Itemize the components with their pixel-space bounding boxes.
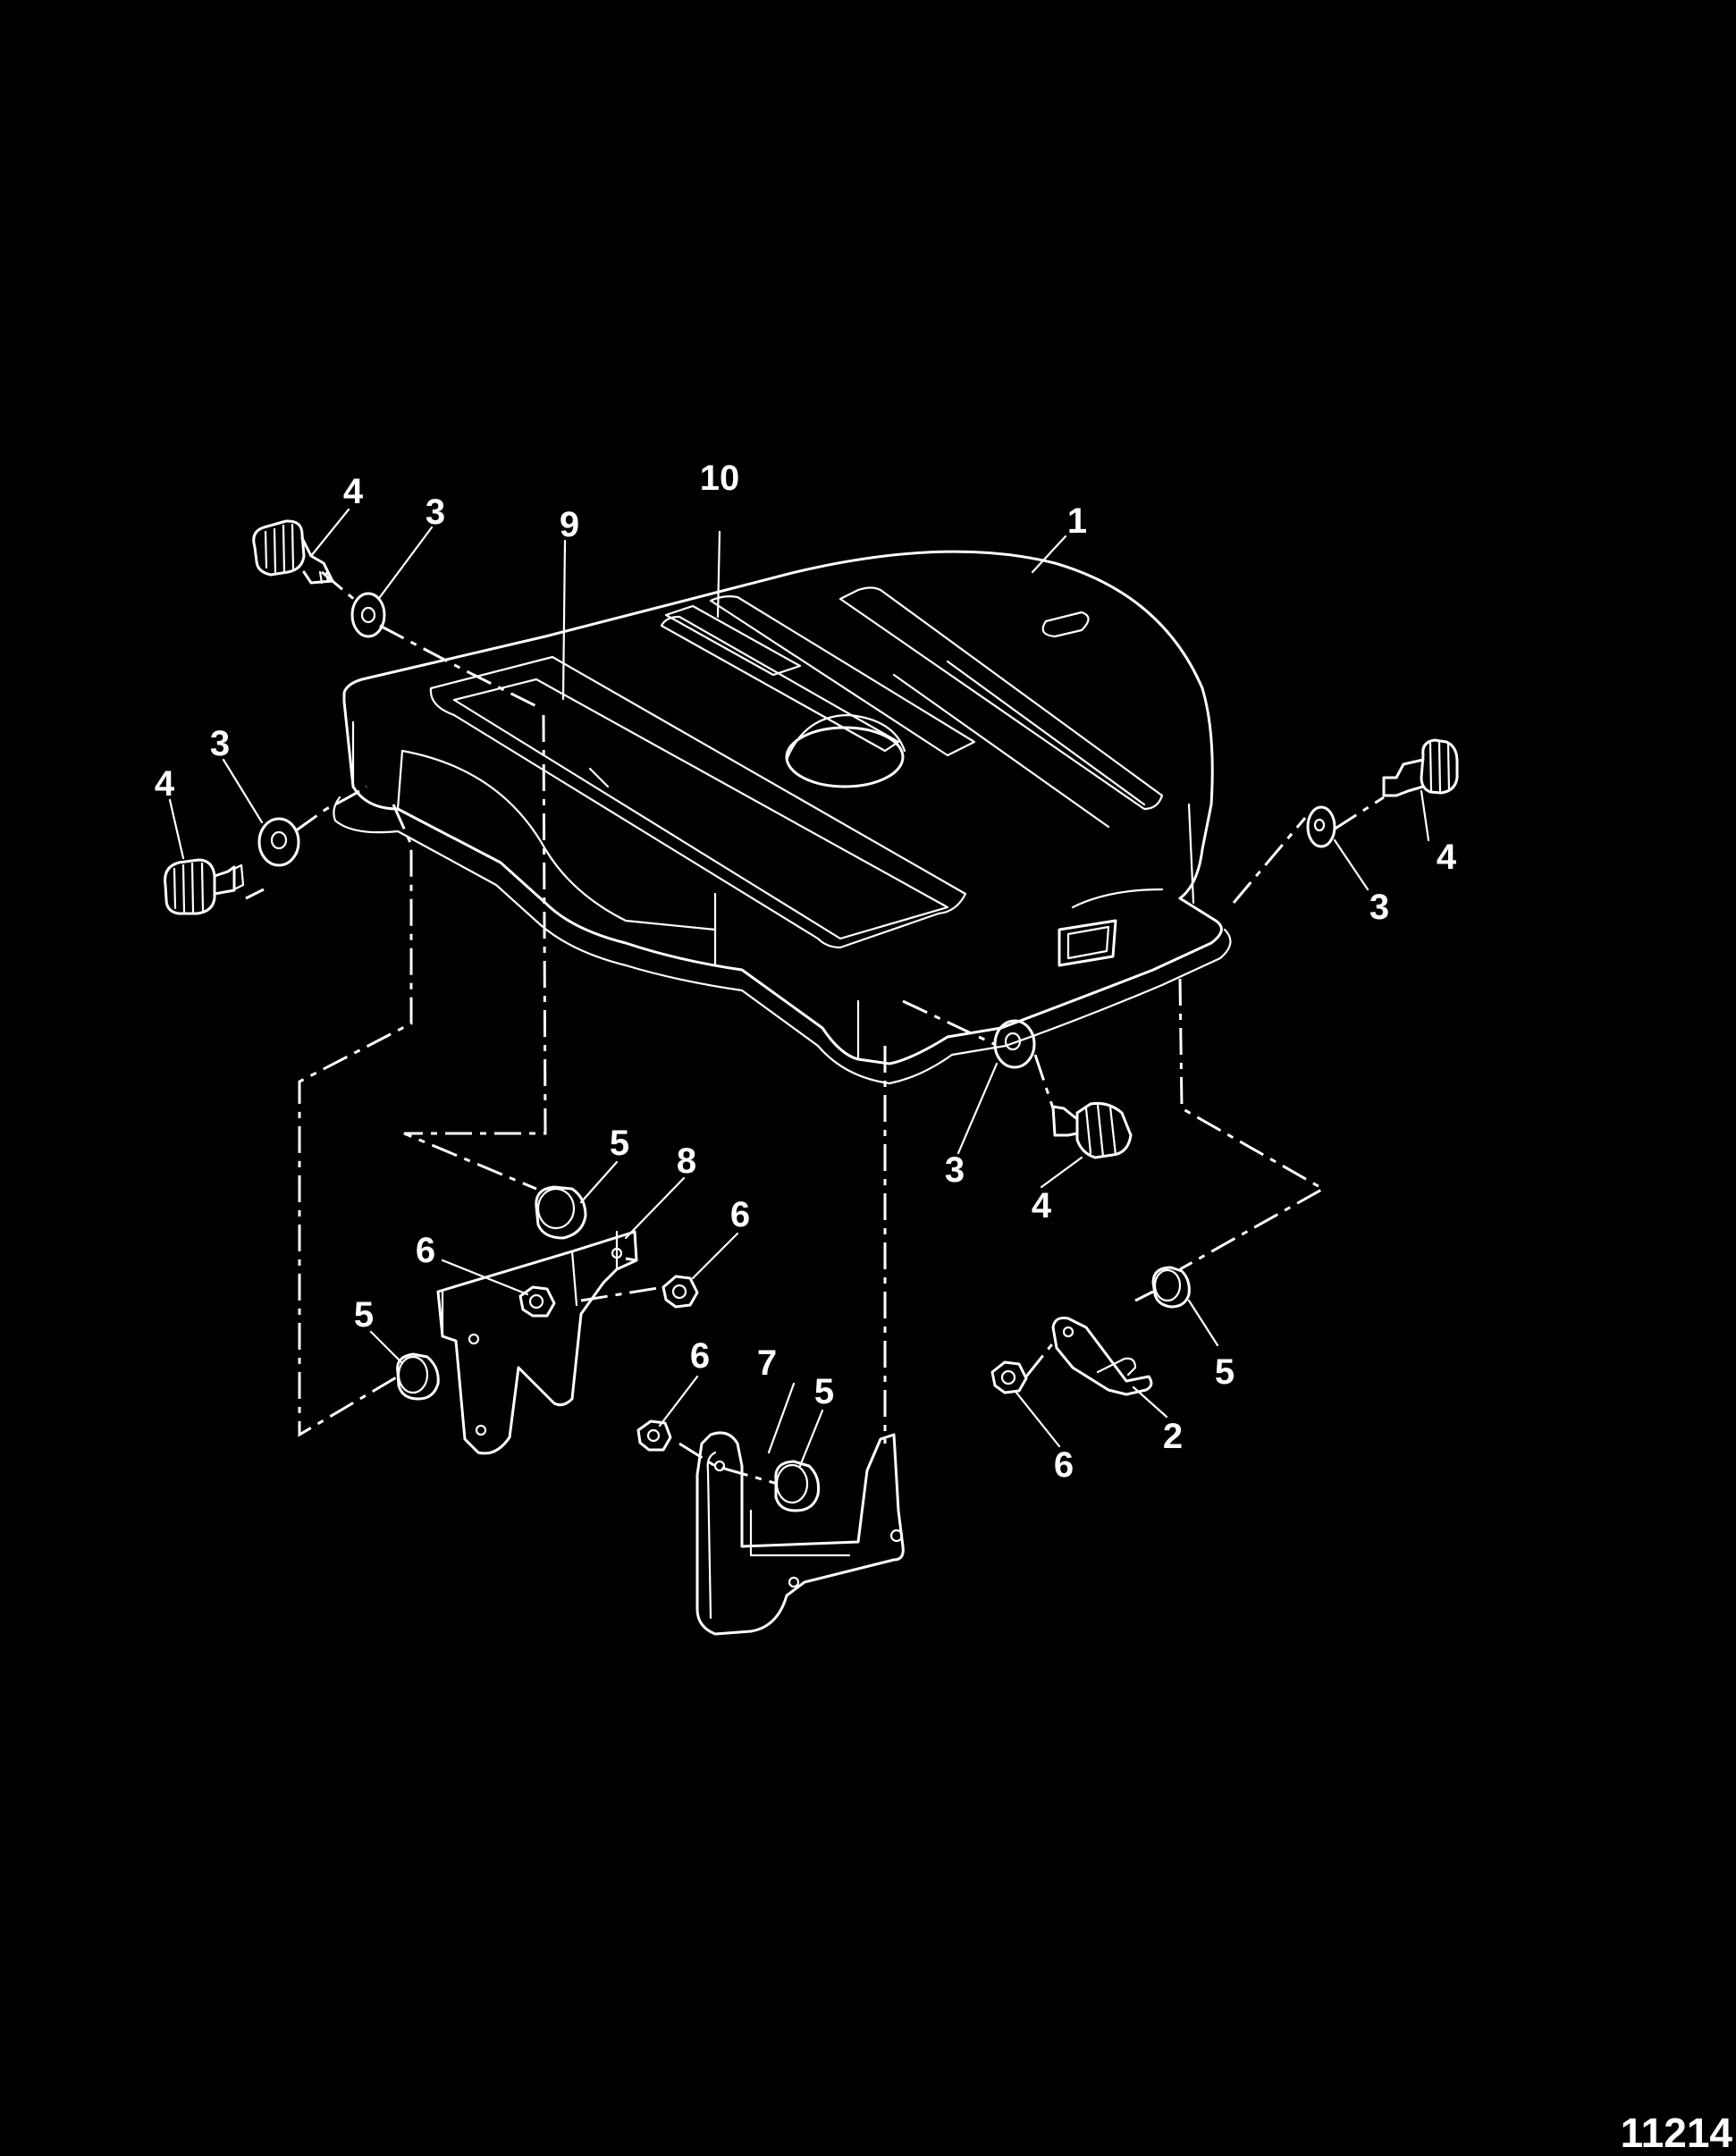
callout-3: 3 — [210, 724, 230, 763]
leader-lines — [168, 508, 1430, 1468]
washers — [257, 592, 1336, 1069]
callout-3: 3 — [426, 493, 445, 532]
screw-left — [164, 858, 245, 915]
callout-4: 4 — [1437, 838, 1457, 877]
callout-2: 2 — [1163, 1417, 1183, 1456]
callout-9: 9 — [560, 505, 579, 544]
callout-labels: 10 1 9 4 3 3 4 4 3 3 4 5 8 6 6 5 6 7 5 5… — [155, 459, 1457, 1485]
callout-1: 1 — [1067, 501, 1087, 541]
cover — [333, 550, 1232, 1085]
callout-3: 3 — [945, 1150, 965, 1190]
callout-6: 6 — [730, 1195, 750, 1234]
callout-4: 4 — [1032, 1186, 1052, 1225]
callout-6: 6 — [416, 1231, 435, 1270]
callout-4: 4 — [155, 764, 175, 804]
callout-6: 6 — [690, 1336, 710, 1376]
bracket-left — [436, 1230, 638, 1455]
screw-top-left — [252, 519, 334, 585]
callout-3: 3 — [1369, 888, 1389, 927]
assembly-lines — [245, 570, 1385, 1486]
callout-5: 5 — [814, 1372, 834, 1411]
nuts — [518, 1275, 1028, 1452]
callout-4: 4 — [343, 472, 364, 511]
screw-right — [1382, 738, 1459, 797]
bracket-center — [695, 1431, 905, 1636]
figure-number: 11214 — [1621, 2110, 1733, 2156]
callout-10: 10 — [700, 459, 740, 498]
screw-bottom — [1051, 1102, 1133, 1159]
callout-7: 7 — [757, 1343, 777, 1383]
bracket-right — [1051, 1317, 1153, 1396]
callout-5: 5 — [354, 1295, 374, 1335]
callout-8: 8 — [677, 1141, 696, 1181]
callout-5: 5 — [610, 1124, 629, 1163]
callout-5: 5 — [1215, 1352, 1235, 1392]
callout-6: 6 — [1054, 1445, 1074, 1485]
